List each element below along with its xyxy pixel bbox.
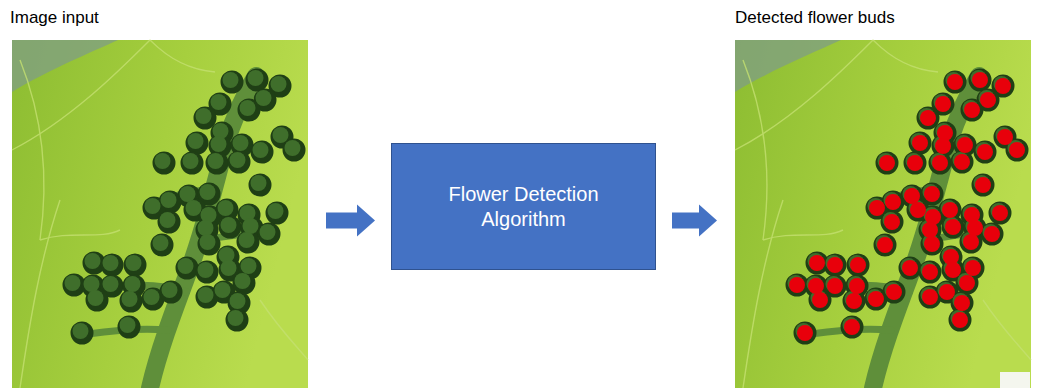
process-box: Flower Detection Algorithm <box>391 143 656 270</box>
panel-heading: Image input <box>8 6 101 28</box>
block-arrow <box>672 205 717 237</box>
input-photo <box>12 40 308 388</box>
box-label: Flower Detection Algorithm <box>430 182 617 232</box>
image-panel: Detected flower buds <box>733 6 1033 388</box>
image-panel: Image input <box>8 6 310 388</box>
panel-heading: Detected flower buds <box>733 6 897 28</box>
output-photo <box>735 40 1031 388</box>
block-arrow <box>326 205 375 237</box>
detection-dots <box>789 72 1025 341</box>
photo-corner <box>1000 372 1030 388</box>
